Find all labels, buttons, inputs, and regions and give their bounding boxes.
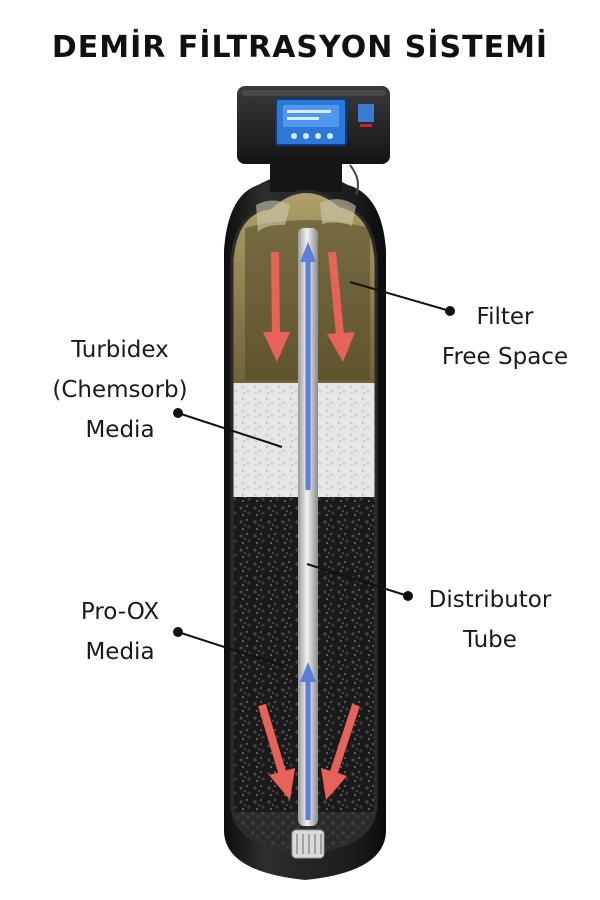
callout-line-proox: [177, 631, 284, 667]
callout-line-distributor: [306, 563, 409, 597]
callout-line-turbidex: [177, 412, 283, 448]
label-filter-free-space: Filter Free Space: [441, 304, 569, 370]
red-down-arrow-bottom-right: [321, 703, 360, 800]
callout-line-filter: [349, 281, 451, 312]
label-pro-ox-media: Pro-OX Media: [80, 599, 160, 665]
label-distributor-tube: Distributor Tube: [428, 587, 552, 653]
control-valve-head: [237, 86, 390, 164]
brand-logo-icon: [358, 104, 374, 122]
red-down-arrow-top-left: [263, 251, 290, 362]
tank-neck: [270, 160, 342, 192]
blue-up-arrow-upper: [300, 242, 316, 490]
page-title: DEMİR FİLTRASYON SİSTEMİ: [51, 30, 549, 65]
blue-up-arrow-lower: [300, 662, 316, 820]
red-down-arrow-bottom-left: [258, 703, 295, 800]
label-turbidex-media: Turbidex (Chemsorb) Media: [52, 337, 188, 443]
distributor-basket: [291, 829, 325, 859]
red-down-arrow-top-right: [327, 251, 355, 362]
